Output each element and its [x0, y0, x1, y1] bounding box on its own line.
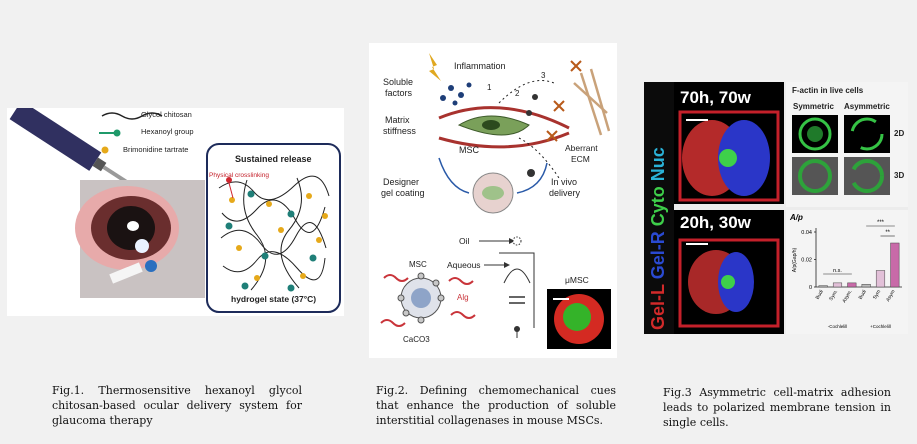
- bar: [818, 285, 828, 288]
- legend-glycol-chitosan: Glycol chitosan: [141, 110, 192, 119]
- label-stiffness: stiffness: [383, 126, 416, 136]
- bar: [875, 270, 886, 288]
- label-gel-r: Gel-R: [648, 231, 668, 280]
- y-tick-label: 0.04: [801, 230, 812, 236]
- label-msc: MSC: [459, 145, 479, 155]
- label-70h-70w: 70h, 70w: [680, 88, 751, 107]
- figure-1-caption: Fig.1. Thermosensitive hexanoyl glycol c…: [52, 384, 302, 427]
- row-3d: 3D: [894, 171, 905, 180]
- figure-2-caption: Fig.2. Defining chemomechanical cues tha…: [376, 384, 616, 427]
- x-tick-label: Budi: [858, 289, 868, 301]
- col-asymmetric: Asymmetric: [844, 102, 890, 111]
- bar: [890, 242, 900, 288]
- col-symmetric: Symmetric: [793, 102, 834, 111]
- label-caco3: CaCO3: [403, 335, 430, 344]
- label-nuc: Nuc: [648, 147, 668, 182]
- label-inflammation: Inflammation: [454, 61, 506, 71]
- label-msc-2: MSC: [409, 260, 427, 269]
- label-alg: Alg: [457, 293, 469, 302]
- sig-label: n.s.: [833, 268, 842, 274]
- label-aberrant: Aberrant: [565, 143, 598, 153]
- figure-3-caption: Fig.3 Asymmetric cell-matrix adhesion le…: [663, 386, 891, 429]
- inset-title: Sustained release: [235, 154, 312, 164]
- inset-crosslink-label: Physical crosslinking: [209, 172, 269, 179]
- inset-state-label: hydrogel state (37°C): [231, 294, 317, 304]
- group-label: -Cochlelill: [828, 324, 848, 329]
- lightning-icon: [429, 53, 441, 81]
- label-aqueous: Aqueous: [447, 260, 481, 270]
- label-step-1: 1: [487, 83, 492, 92]
- label-in-vivo: In vivo: [551, 177, 578, 187]
- figure-1-image: Glycol chitosan Hexanoyl group Brimonidi…: [7, 108, 344, 316]
- label-step-3: 3: [541, 71, 546, 80]
- label-matrix: Matrix: [385, 115, 410, 125]
- x-tick-label: Asym: [885, 289, 896, 303]
- row-2d: 2D: [894, 129, 905, 138]
- factin-title: F-actin in live cells: [792, 86, 864, 95]
- y-tick-label: 0.02: [801, 258, 812, 264]
- chart-title: A/p: [789, 213, 803, 222]
- bar: [861, 284, 871, 288]
- x-tick-label: Sym: [872, 289, 882, 301]
- label-factors: factors: [385, 88, 413, 98]
- label-designer: Designer: [383, 177, 420, 187]
- legend-hexanoyl-group: Hexanoyl group: [141, 127, 194, 136]
- syringe-icon: [9, 108, 102, 171]
- label-gel-l: Gel-L: [648, 284, 668, 330]
- bar: [832, 282, 843, 288]
- hydrogel-inset: [206, 143, 341, 313]
- y-tick-label: 0: [809, 285, 812, 291]
- label-step-2: 2: [515, 89, 520, 98]
- label-umsc: μMSC: [565, 275, 589, 285]
- label-oil: Oil: [459, 236, 470, 246]
- label-gel-coating: gel coating: [381, 188, 425, 198]
- figure-2-image: Inflammation Soluble factors Matrix stif…: [369, 43, 617, 358]
- figure-1-graphic: [9, 108, 341, 313]
- x-tick-label: Sym.: [828, 289, 839, 302]
- label-delivery: delivery: [549, 188, 581, 198]
- x-tick-label: Budi: [815, 289, 825, 301]
- label-cyto: Cyto: [648, 186, 668, 227]
- label-20h-30w: 20h, 30w: [680, 213, 751, 232]
- figure-2-graphic: [380, 53, 611, 349]
- group-label: +Cochlelill: [870, 324, 891, 329]
- label-ecm: ECM: [571, 154, 590, 164]
- channel-label: Gel-L Gel-R Cyto Nuc: [648, 147, 669, 330]
- sig-label: **: [885, 230, 890, 236]
- legend-drug: Brimonidine tartrate: [123, 145, 189, 154]
- sig-label: ***: [877, 220, 885, 226]
- label-soluble: Soluble: [383, 77, 414, 87]
- y-axis-label: A/p(Gap/h): [792, 247, 798, 272]
- bar: [847, 282, 857, 288]
